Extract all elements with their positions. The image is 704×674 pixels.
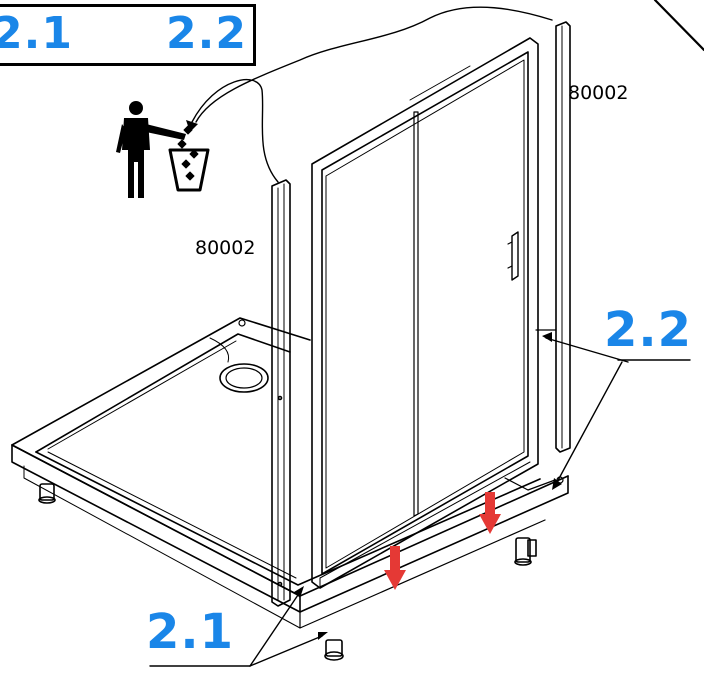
right-wall-profile bbox=[535, 21, 571, 453]
step-to-label: 2.2 bbox=[166, 8, 247, 59]
down-arrow-icon bbox=[384, 492, 501, 590]
person-trash-icon bbox=[116, 101, 186, 198]
leader-2-2 bbox=[542, 332, 691, 490]
tray-legs bbox=[38, 483, 537, 661]
part-number-right: 80002 bbox=[568, 82, 629, 104]
step-from-label: 2.1 bbox=[0, 8, 73, 59]
step-2-1-label: 2.1 bbox=[146, 604, 235, 660]
trash-bin-icon bbox=[168, 125, 210, 192]
step-2-2-label: 2.2 bbox=[604, 302, 693, 358]
left-wall-profile bbox=[271, 179, 291, 607]
leader-2-1 bbox=[149, 586, 328, 667]
sliding-door-frame bbox=[311, 37, 539, 589]
corner-line bbox=[653, 0, 704, 52]
part-number-left: 80002 bbox=[195, 237, 256, 259]
step-sequence-box bbox=[0, 4, 256, 66]
